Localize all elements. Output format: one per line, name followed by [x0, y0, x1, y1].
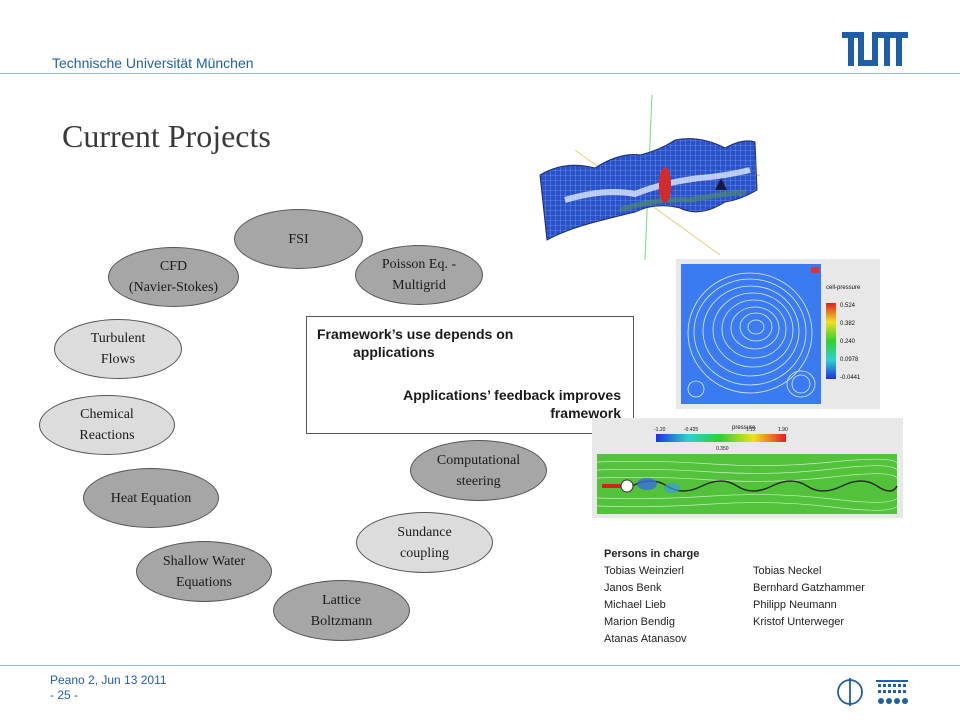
- persons-in-charge-col1: Persons in charge Tobias Weinzierl Janos…: [604, 546, 699, 648]
- person-name: Atanas Atanasov: [604, 633, 687, 645]
- project-label: Chemical Reactions: [79, 407, 135, 443]
- tum-logo: [842, 32, 908, 66]
- department-emblem-icon: [837, 678, 863, 706]
- project-computational-steering: Computational steering: [410, 440, 547, 501]
- page-number: - 25 -: [50, 688, 79, 702]
- university-name: Technische Universität München: [52, 55, 254, 71]
- project-cfd: CFD (Navier-Stokes): [108, 247, 239, 307]
- channel-legend-tick: -0.425: [684, 427, 698, 433]
- person-name: Bernhard Gatzhammer: [753, 582, 865, 594]
- person-name: Michael Lieb: [604, 599, 666, 611]
- framework-statement-1: Framework’s use depends on applications: [317, 325, 617, 361]
- cavity-legend-tick: 0.524: [840, 303, 856, 309]
- project-label: Turbulent Flows: [90, 331, 146, 367]
- persons-heading: Persons in charge: [604, 548, 700, 560]
- channel-legend-tick: 1.12: [746, 427, 756, 433]
- project-shallow-water: Shallow Water Equations: [136, 541, 272, 602]
- footer: Peano 2, Jun 13 2011 - 25 -: [50, 673, 167, 703]
- cavity-legend-title: cell-pressure: [826, 285, 861, 291]
- project-label: CFD (Navier-Stokes): [128, 259, 219, 295]
- footer-date: Peano 2, Jun 13 2011: [50, 673, 167, 687]
- person-name: Janos Benk: [604, 582, 662, 594]
- person-name: Kristof Unterweger: [753, 616, 845, 628]
- cavity-legend-tick: 0.240: [840, 339, 856, 345]
- project-label: Poisson Eq. - Multigrid: [381, 257, 457, 293]
- cavity-legend-tick: 0.0978: [840, 357, 859, 363]
- channel-flow-image: pressure -1.20 -0.425 0.350 1.12 1.90: [592, 418, 903, 518]
- project-label: Sundance coupling: [397, 524, 452, 561]
- person-name: Marion Bendig: [604, 616, 675, 628]
- project-label: Heat Equation: [110, 490, 192, 506]
- framework-textbox: Framework’s use depends on applications …: [306, 316, 634, 434]
- project-fsi: FSI: [234, 209, 363, 269]
- building-emblem-icon: [876, 680, 908, 704]
- project-turbulent-flows: Turbulent Flows: [54, 319, 182, 379]
- cavity-flow-image: cell-pressure 0.524 0.382 0.240 0.0978 -…: [676, 259, 880, 409]
- channel-legend-title: pressure: [732, 425, 756, 431]
- slide-title: Current Projects: [62, 118, 271, 154]
- project-label: Computational steering: [436, 452, 521, 489]
- project-heat-equation: Heat Equation: [83, 468, 219, 528]
- project-poisson-multigrid: Poisson Eq. - Multigrid: [355, 245, 483, 305]
- framework-statement-2: Applications’ feedback improves framewor…: [321, 386, 621, 422]
- channel-legend-tick: -1.20: [654, 427, 666, 433]
- channel-legend-tick: 0.350: [716, 446, 729, 452]
- cavity-legend-tick: -0.0441: [840, 375, 861, 381]
- project-label: Shallow Water Equations: [162, 553, 246, 590]
- project-sundance-coupling: Sundance coupling: [356, 512, 493, 573]
- person-name: Tobias Weinzierl: [604, 565, 684, 577]
- persons-in-charge-col2: Tobias Neckel Bernhard Gatzhammer Philip…: [753, 563, 865, 631]
- channel-legend-tick: 1.90: [778, 427, 788, 433]
- statement-text: Framework’s use depends on: [317, 326, 514, 342]
- person-name: Philipp Neumann: [753, 599, 837, 611]
- project-label: FSI: [288, 231, 309, 247]
- statement-text: Applications’ feedback improves: [403, 387, 621, 403]
- project-lattice-boltzmann: Lattice Boltzmann: [273, 580, 410, 641]
- project-label: Lattice Boltzmann: [310, 592, 373, 629]
- person-name: Tobias Neckel: [753, 565, 822, 577]
- header-divider: [0, 73, 960, 74]
- project-chemical-reactions: Chemical Reactions: [39, 395, 175, 455]
- statement-text: framework: [550, 405, 621, 421]
- statement-text: applications: [353, 344, 435, 360]
- footer-divider: [0, 665, 960, 666]
- fsi-3d-simulation-image: [539, 94, 760, 260]
- cavity-legend-tick: 0.382: [840, 321, 856, 327]
